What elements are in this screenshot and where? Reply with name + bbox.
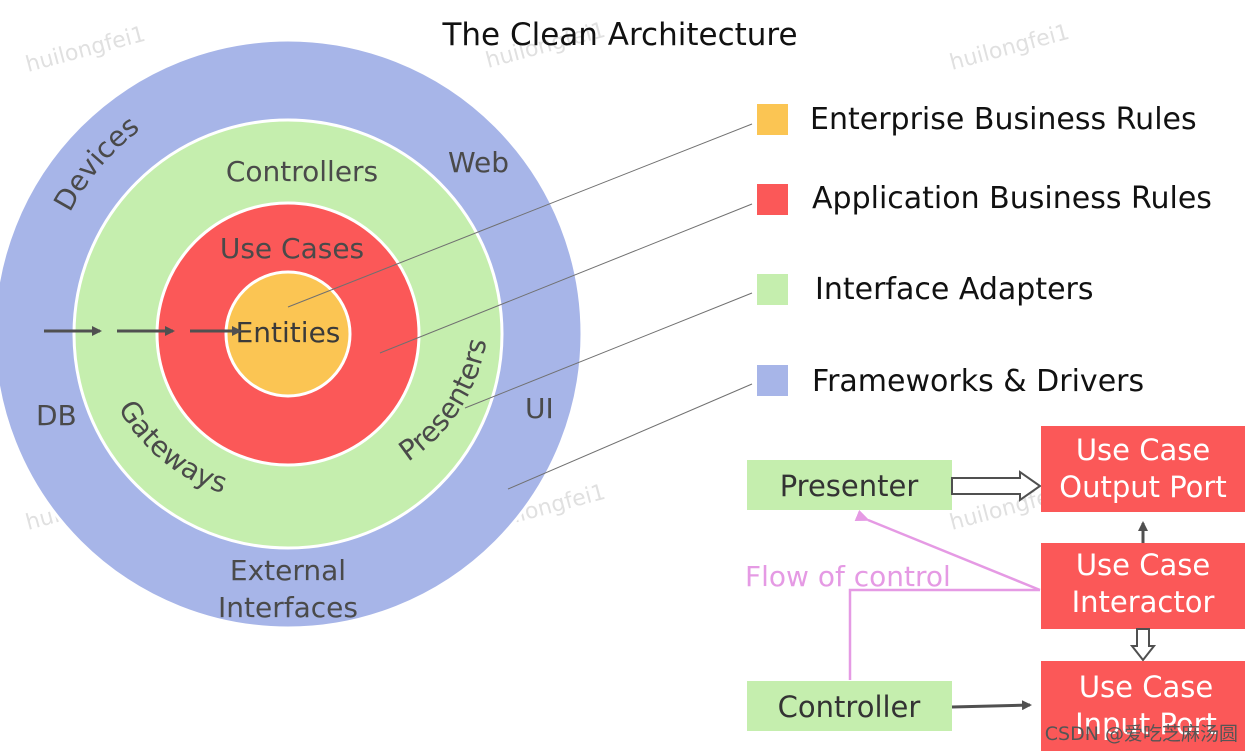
label-external-2: Interfaces xyxy=(218,591,358,624)
realization-arrow-presenter xyxy=(951,470,1042,502)
legend-label-application: Application Business Rules xyxy=(812,181,1212,216)
credit-text: CSDN @爱吃芝麻汤圆 xyxy=(1045,723,1238,745)
leader-line-frameworks xyxy=(507,383,753,490)
flow-line xyxy=(848,588,1040,680)
architecture-rings xyxy=(0,38,584,630)
legend-swatch-enterprise xyxy=(757,104,788,135)
legend-leader-lines xyxy=(287,123,753,490)
interactor-box xyxy=(1041,543,1245,629)
input-port-line2: Input Port xyxy=(1075,707,1217,741)
leader-line-enterprise xyxy=(287,123,753,308)
legend-swatch-application xyxy=(757,184,788,215)
input-port-box xyxy=(1041,661,1245,751)
presenter-box xyxy=(747,460,952,510)
watermark: huilongfei1 xyxy=(23,22,148,78)
enterprise-core xyxy=(224,270,352,398)
realization-arrow-interactor xyxy=(1129,628,1157,662)
legend-label-frameworks: Frameworks & Drivers xyxy=(812,364,1144,399)
label-controllers: Controllers xyxy=(226,155,378,188)
flow-of-control-diagram: Flow of control Presenter Use Case Outpu… xyxy=(745,426,1245,751)
label-ui: UI xyxy=(525,392,554,425)
legend-label-interface: Interface Adapters xyxy=(815,272,1094,307)
leader-line-application xyxy=(379,203,753,354)
output-port-line2: Output Port xyxy=(1059,470,1226,504)
legend-label-enterprise: Enterprise Business Rules xyxy=(810,102,1197,137)
flow-of-control-label: Flow of control xyxy=(745,560,951,593)
output-port-line1: Use Case xyxy=(1076,433,1210,467)
flow-arrow-to-presenter xyxy=(854,509,1041,592)
leader-line-interface xyxy=(464,292,753,409)
label-external-1: External xyxy=(230,554,346,587)
presenter-label: Presenter xyxy=(780,469,919,503)
legend-swatch-interface xyxy=(757,274,788,305)
controller-label: Controller xyxy=(778,690,921,724)
diagram-title: The Clean Architecture xyxy=(441,17,797,53)
input-port-line1: Use Case xyxy=(1079,670,1213,704)
label-entities: Entities xyxy=(236,316,341,349)
label-db: DB xyxy=(36,399,77,432)
legend: Enterprise Business Rules Application Bu… xyxy=(757,102,1212,399)
label-use-cases: Use Cases xyxy=(220,232,364,265)
dependency-arrow-controller-input xyxy=(951,700,1032,711)
interactor-line2: Interactor xyxy=(1072,585,1215,619)
output-port-box xyxy=(1041,426,1245,512)
interactor-line1: Use Case xyxy=(1076,548,1210,582)
controller-box xyxy=(747,681,952,731)
legend-swatch-frameworks xyxy=(757,365,788,396)
label-web: Web xyxy=(448,146,509,179)
watermark: huilongfei1 xyxy=(947,20,1072,76)
